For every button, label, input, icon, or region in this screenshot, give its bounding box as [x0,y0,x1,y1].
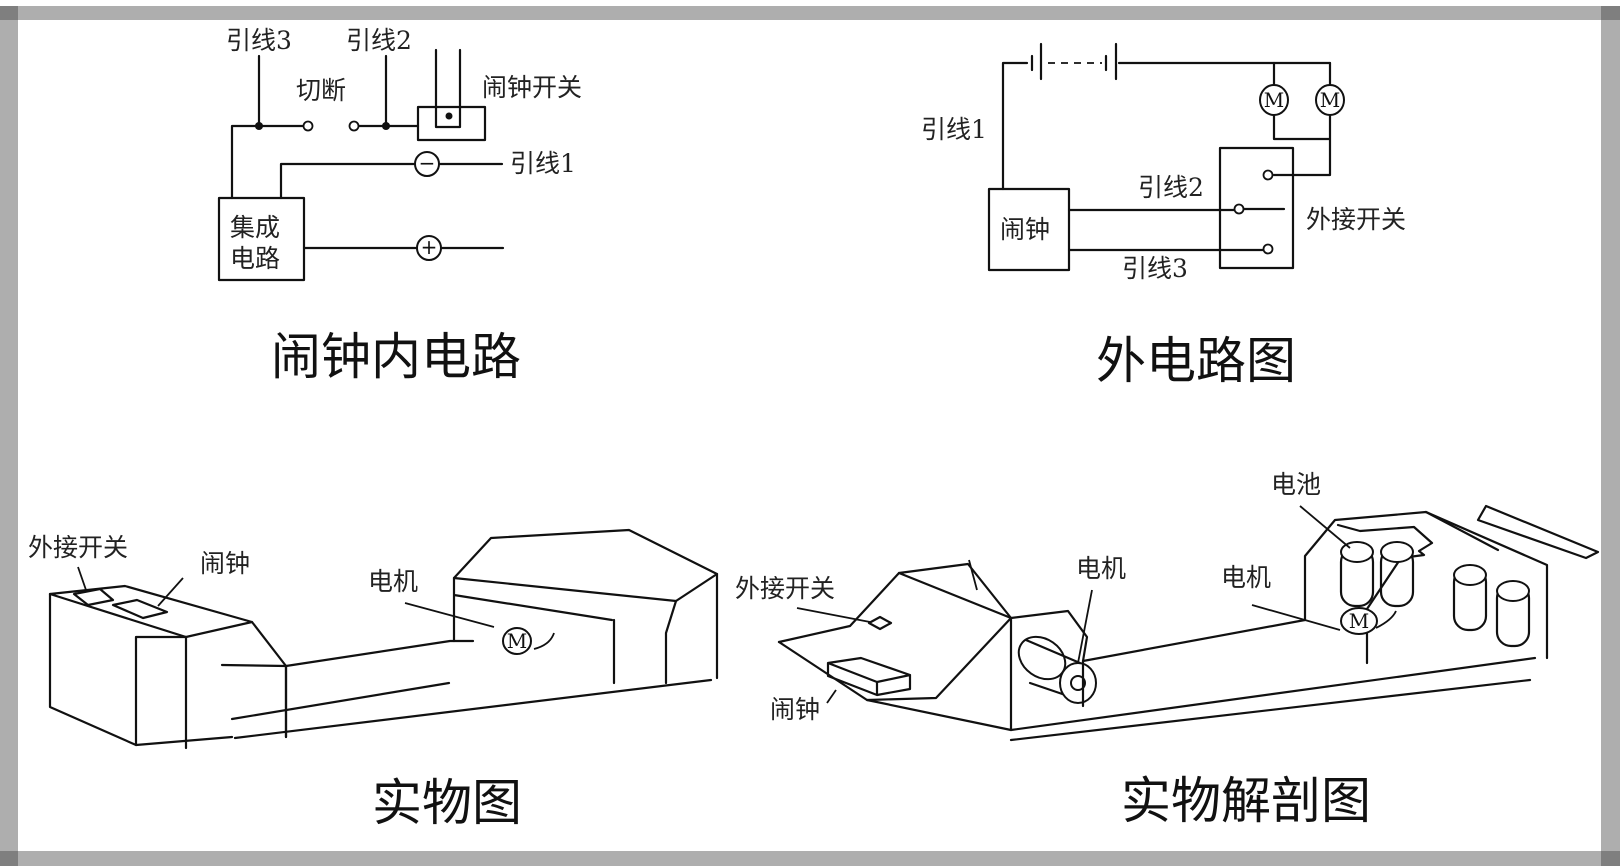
cut-label-alarm: 闹钟 [770,695,820,724]
battery-2-top [1380,541,1414,563]
alarm-outline [111,598,169,620]
frame-corner-bl [0,851,18,866]
right-block-top [452,528,719,603]
motor-icon [502,627,532,655]
phys-label-external-switch: 外接开关 [28,533,128,562]
cut-terminal-right [348,120,360,132]
motor-symbol: M [507,629,527,653]
right-block-face [452,576,678,685]
ext-label-external-switch: 外接开关 [1306,205,1406,234]
physical-view-title: 实物图 [372,774,522,832]
ic-to-cut-wire [230,124,307,200]
phys-label-motor: 电机 [368,567,418,596]
cut-terminal-left [302,120,314,132]
trough-base-lines [230,678,713,740]
battery-3-top [1453,564,1487,586]
label-lead1: 引线1 [510,149,576,178]
cutaway-alarm-block [826,656,912,697]
left-block-bottom [134,735,234,747]
cutaway-switch-leader [796,607,871,623]
cut-label-external-switch: 外接开关 [735,574,835,603]
alarm-switch-slot [434,48,462,129]
external-switch-box [1218,146,1295,270]
cutaway-switch-outline [867,615,893,631]
ic-to-minus-wire [279,162,416,200]
cutaway-view-title: 实物解剖图 [1121,772,1371,830]
motor-1-icon [1259,84,1289,116]
frame-corner-br [1601,851,1620,866]
frame-left-border [0,6,18,866]
right-motor-symbol: M [1349,609,1369,633]
right-housing-cut-edge [1336,523,1434,665]
motor-2-symbol: M [1320,88,1340,112]
external-circuit-panel: 引线1 引线2 引线3 外接开关 M M 闹钟 外电路图 [921,42,1406,390]
right-motor-belt [1375,610,1397,629]
motor-leader-line [404,602,495,628]
left-motor-leader [1077,589,1093,664]
frame-right-border [1601,6,1620,866]
minus-symbol: − [419,151,436,175]
left-housing-front [865,616,1013,732]
ic-label-line1: 集成 [230,213,280,242]
integrated-circuit-box [217,196,306,282]
battery-leader [1299,505,1351,549]
label-cut: 切断 [296,76,346,105]
alarm-box-label: 闹钟 [1000,215,1050,244]
left-motor-shaft [1070,675,1086,691]
frame-corner-tr [1601,6,1620,20]
switch-leader-line [77,566,87,591]
right-motor-icon [1340,607,1378,635]
motor-2-icon [1315,84,1345,116]
ext-label-lead3: 引线3 [1122,254,1188,283]
battery-4-top [1496,580,1530,602]
alarm-box [987,187,1071,272]
left-block-slope [250,620,288,739]
left-housing-base [777,616,1013,702]
alarm-switch-contact [445,112,453,120]
alarm-leader-line [157,577,184,607]
alarm-switch-body [416,105,487,142]
battery-pair-2 [1452,564,1531,648]
battery-pair-1 [1339,541,1415,608]
trough-top-edge [220,639,475,668]
ic-label-line2: 电路 [230,244,280,273]
phys-label-alarm: 闹钟 [200,549,250,578]
cut-label-motor-right: 电机 [1221,563,1271,592]
ext-switch-terminal-top [1262,169,1274,181]
left-housing-top [897,571,1089,663]
motor-belt [533,632,555,650]
cutaway-trough-base [1009,656,1537,742]
lid-hinge-mark [968,559,978,591]
motor-1-symbol: M [1264,88,1284,112]
frame-bottom-border [0,851,1620,866]
ext-label-lead2: 引线2 [1138,173,1204,202]
ext-switch-terminal-mid [1233,203,1245,215]
label-alarm-switch: 闹钟开关 [482,73,582,102]
right-lid [1424,504,1600,560]
frame-corner-tl [0,6,18,20]
ext-switch-terminal-bottom [1262,243,1274,255]
right-block-edges [612,572,719,685]
label-lead3: 引线3 [226,26,292,55]
external-circuit-title: 外电路图 [1096,332,1296,390]
cutaway-alarm-leader [826,689,837,704]
lead1-wire [1001,61,1029,191]
physical-view-panel: 外接开关 闹钟 电机 M 实物图 [28,528,719,832]
cut-label-motor-left: 电机 [1076,554,1126,583]
frame-top-border [0,6,1620,20]
internal-circuit-title: 闹钟内电路 [271,328,521,386]
motors-parallel-wires [1272,61,1332,177]
cutaway-trough-top [1081,618,1307,663]
right-housing-outline [1303,510,1549,660]
right-motor-leader [1251,604,1341,631]
label-lead2: 引线2 [346,26,412,55]
plus-symbol: + [421,235,438,259]
cut-label-battery: 电池 [1271,470,1321,499]
cutaway-view-panel: 外接开关 闹钟 电机 电机 电池 [735,470,1600,830]
ext-label-lead1: 引线1 [921,115,987,144]
internal-circuit-panel: 引线3 引线2 切断 闹钟开关 引线1 − 集成 电路 + 闹钟内电路 [217,26,582,386]
external-switch-outline [72,587,115,607]
